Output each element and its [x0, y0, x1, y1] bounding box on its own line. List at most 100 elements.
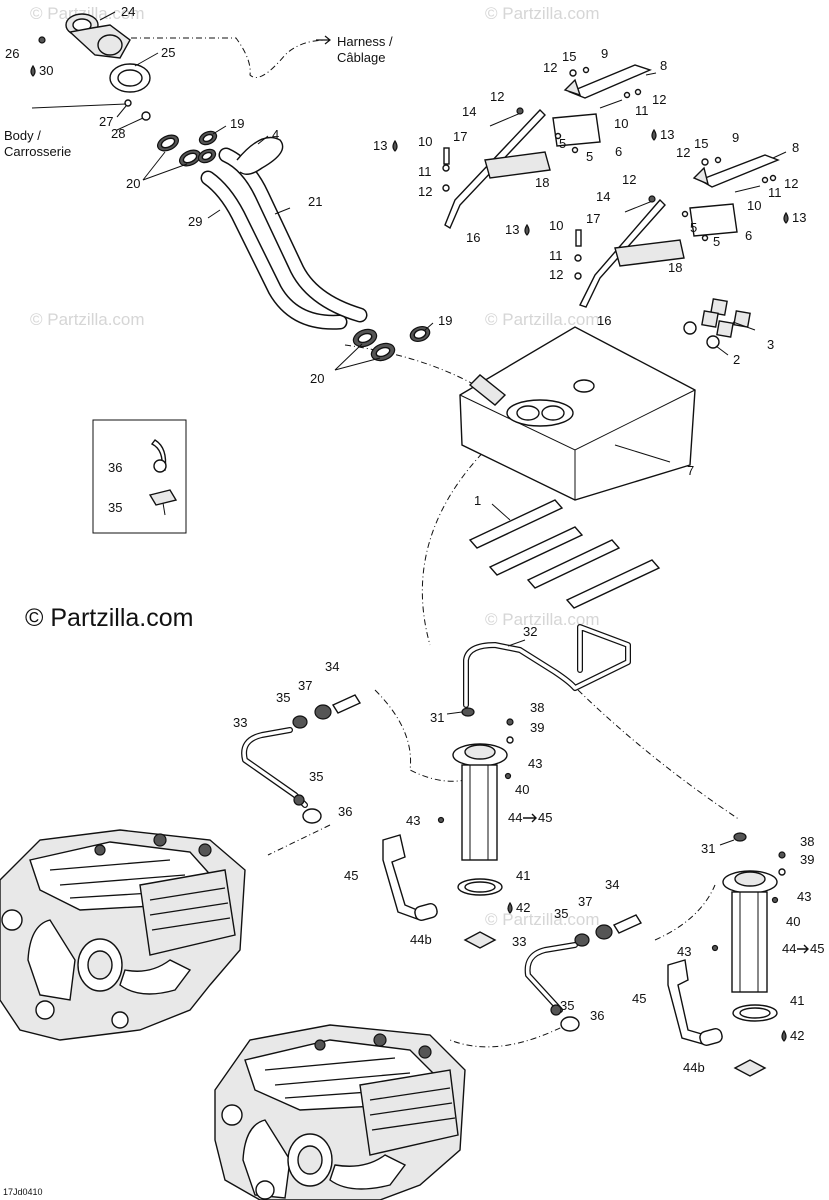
callout-9: 9 — [601, 46, 608, 61]
arrow-right-icon — [797, 944, 809, 954]
callout-1: 1 — [474, 493, 481, 508]
watermark-text: © Partzilla.com — [485, 910, 600, 929]
body-label-fr: Carrosserie — [4, 144, 71, 159]
drop-icon — [524, 223, 530, 236]
pad-18-b — [614, 239, 685, 267]
tank-bracket-set-lower — [574, 154, 780, 308]
connector-to-pump-leader — [374, 689, 466, 782]
callout-21: 21 — [308, 194, 322, 209]
callout-36: 36 — [108, 460, 122, 475]
watermarks: © Partzilla.com © Partzilla.com © Partzi… — [25, 4, 600, 929]
callout-16: 16 — [597, 313, 611, 328]
callout-9: 9 — [732, 130, 739, 145]
callout-33: 33 — [512, 934, 526, 949]
callout-42: 42 — [516, 900, 530, 915]
callout-5: 5 — [690, 220, 697, 235]
callout-20: 20 — [126, 176, 140, 191]
fuel-pump-1 — [382, 707, 514, 949]
callout-41: 41 — [790, 993, 804, 1008]
lower-clamps — [352, 325, 431, 362]
callout-42: 42 — [790, 1028, 804, 1043]
callout-39: 39 — [530, 720, 544, 735]
callout-26: 26 — [5, 46, 19, 61]
callout-35: 35 — [554, 906, 568, 921]
callout-45: 45 — [632, 991, 646, 1006]
drop-icon — [507, 901, 513, 914]
callout-12: 12 — [543, 60, 557, 75]
watermark-text: © Partzilla.com — [485, 310, 600, 329]
callout-6: 6 — [745, 228, 752, 243]
callout-14: 14 — [596, 189, 610, 204]
callout-33: 33 — [233, 715, 247, 730]
tank-filler-port — [468, 374, 507, 406]
callout-43: 43 — [797, 889, 811, 904]
callout-12: 12 — [652, 92, 666, 107]
callout-12: 12 — [490, 89, 504, 104]
vent-tube-4 — [236, 136, 284, 175]
callout-5: 5 — [559, 136, 566, 151]
pump-body — [461, 764, 498, 861]
callout-35: 35 — [276, 690, 290, 705]
callout-41: 41 — [516, 868, 530, 883]
arrow-right-icon — [523, 813, 537, 823]
callout-11: 11 — [635, 103, 649, 118]
engine-lower — [214, 1024, 466, 1200]
callout-8: 8 — [792, 140, 799, 155]
watermark-text: © Partzilla.com — [485, 4, 600, 23]
callout-16: 16 — [466, 230, 480, 245]
callout-31: 31 — [701, 841, 715, 856]
callout-13: 13 — [792, 210, 806, 225]
fitting-to-engine-leader-1 — [267, 824, 331, 856]
callout-leaders — [99, 11, 787, 846]
callout-5: 5 — [713, 234, 720, 249]
callout-4: 4 — [272, 127, 279, 142]
callout-32: 32 — [523, 624, 537, 639]
callout-18: 18 — [535, 175, 549, 190]
callout-15: 15 — [562, 49, 576, 64]
drop-icon — [781, 1029, 787, 1042]
callout-17: 17 — [453, 129, 467, 144]
watermark-text: © Partzilla.com — [30, 310, 145, 329]
callout-27: 27 — [99, 114, 113, 129]
callout-13: 13 — [373, 138, 387, 153]
callout-10: 10 — [614, 116, 628, 131]
callout-45: 45 — [344, 868, 358, 883]
drop-icon — [783, 211, 789, 224]
callout-5: 5 — [586, 149, 593, 164]
callout-25: 25 — [161, 45, 175, 60]
arrow-right-icon — [316, 35, 331, 45]
engine-upper — [0, 829, 246, 1041]
callout-12: 12 — [549, 267, 563, 282]
watermark-text: © Partzilla.com — [485, 610, 600, 629]
callout-31: 31 — [430, 710, 444, 725]
callout-19: 19 — [438, 313, 452, 328]
fuel-line-lower — [524, 914, 643, 1032]
screw-27 — [124, 99, 132, 107]
callout-35: 35 — [108, 500, 122, 515]
callout-12: 12 — [676, 145, 690, 160]
accessory-box — [92, 419, 187, 534]
callout-24: 24 — [121, 4, 135, 19]
tank-mounts — [683, 298, 751, 349]
fill-hoses — [200, 136, 368, 330]
callout-18: 18 — [668, 260, 682, 275]
callout-8: 8 — [660, 58, 667, 73]
callout-11: 11 — [549, 248, 563, 263]
callout-43: 43 — [677, 944, 691, 959]
callout-45: 45 — [538, 810, 552, 825]
arrow-icons — [316, 35, 809, 954]
washer-28 — [141, 111, 151, 121]
callout-44: 44 — [782, 941, 796, 956]
strap-17-b — [579, 198, 666, 308]
callout-45: 45 — [810, 941, 824, 956]
callout-20: 20 — [310, 371, 324, 386]
drawing-code: 17Jd0410 — [3, 1187, 43, 1197]
harness-leader — [118, 37, 329, 78]
callout-7: 7 — [687, 463, 694, 478]
fuel-tank — [459, 326, 696, 501]
watermark-text: © Partzilla.com — [30, 4, 145, 23]
fuel-tube-32 — [463, 624, 631, 708]
callout-13: 13 — [660, 127, 674, 142]
annotations: Harness / Câblage Body / Carrosserie 17J… — [3, 34, 393, 1197]
